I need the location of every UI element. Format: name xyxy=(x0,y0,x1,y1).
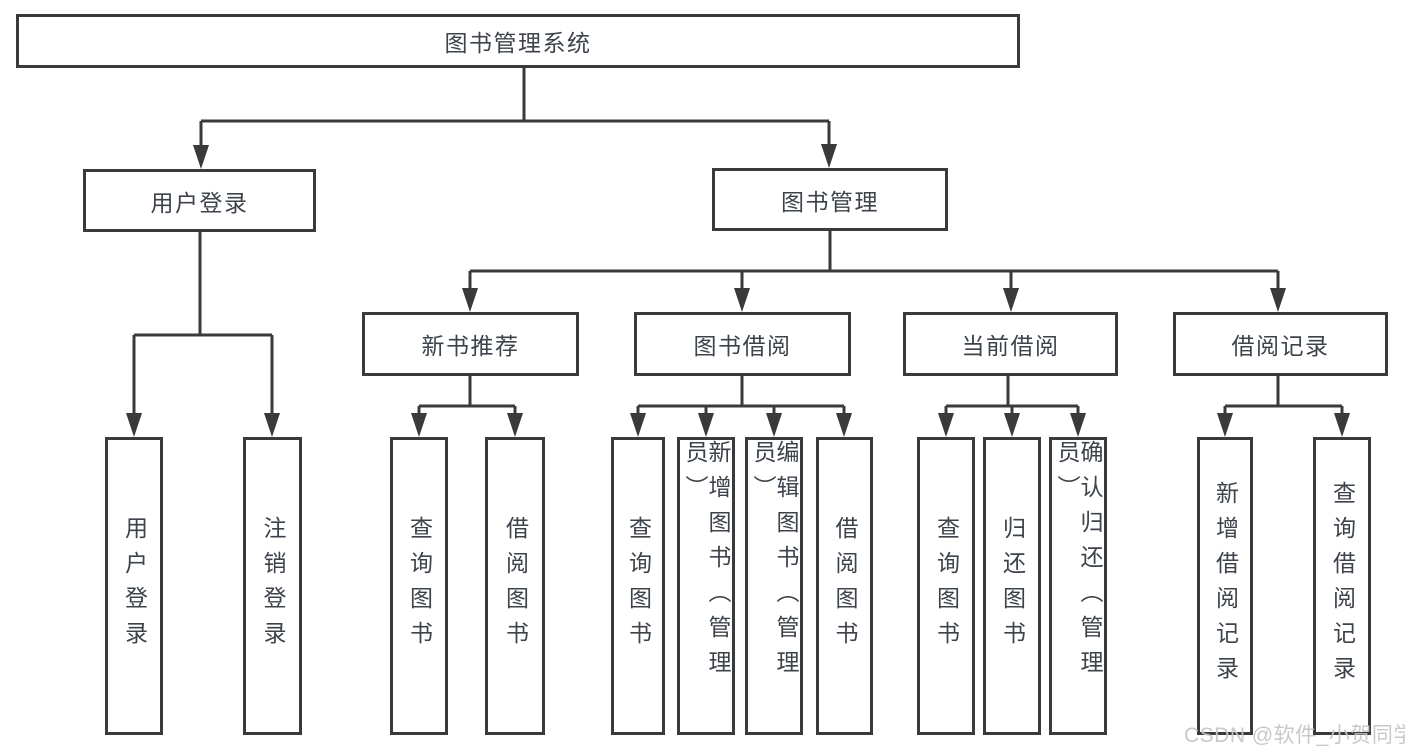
leaf-borrow-books: 借阅图书 xyxy=(816,437,873,735)
csdn-watermark: CSDN @软件_小贺同学 xyxy=(1184,724,1405,747)
arrowhead-icons xyxy=(126,144,1350,437)
node-new-book-recommendation: 新书推荐 xyxy=(362,312,579,376)
leaf-return-books: 归还图书 xyxy=(983,437,1041,735)
leaf-query-borrowing-record: 查询借阅记录 xyxy=(1313,437,1371,735)
leaf-logout: 注销登录 xyxy=(243,437,302,735)
leaf-add-borrowing-record: 新增借阅记录 xyxy=(1197,437,1253,735)
leaf-user-login: 用户登录 xyxy=(105,437,163,735)
node-library-management-system: 图书管理系统 xyxy=(16,14,1020,68)
leaf-add-books-admin: 新增图书（管理员） xyxy=(677,437,735,735)
leaf-confirm-return-admin: 确认归还（管理员） xyxy=(1049,437,1107,735)
leaf-query-books-recommendation: 查询图书 xyxy=(390,437,448,735)
node-book-borrowing: 图书借阅 xyxy=(634,312,851,376)
leaf-query-books-borrowing: 查询图书 xyxy=(611,437,665,735)
node-user-login: 用户登录 xyxy=(83,169,316,232)
leaf-edit-books-admin: 编辑图书（管理员） xyxy=(745,437,803,735)
node-current-borrowing: 当前借阅 xyxy=(903,312,1118,376)
leaf-query-books-current: 查询图书 xyxy=(917,437,975,735)
node-book-management: 图书管理 xyxy=(712,168,948,231)
leaf-borrow-books-recommendation: 借阅图书 xyxy=(485,437,545,735)
node-borrowing-records: 借阅记录 xyxy=(1173,312,1388,376)
